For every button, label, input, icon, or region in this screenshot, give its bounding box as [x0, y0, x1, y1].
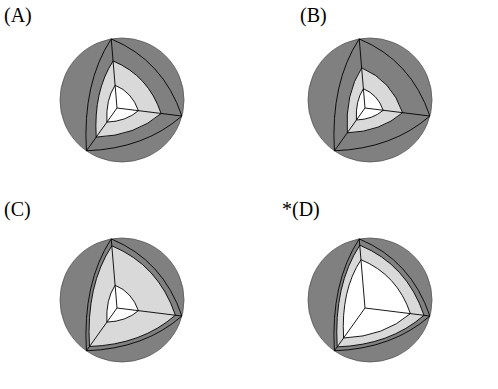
- cut-edge: [111, 239, 117, 308]
- cut-edge: [117, 308, 182, 316]
- cut-layer: [86, 39, 182, 151]
- option-label: *(D): [282, 198, 320, 220]
- sphere-surface: [308, 38, 432, 162]
- sphere-surface: [60, 238, 184, 362]
- cut-edge: [86, 308, 117, 351]
- option-label: (B): [300, 4, 327, 26]
- option-label: (A): [4, 4, 32, 26]
- cut-layer: [347, 68, 403, 133]
- cut-edge: [334, 308, 365, 351]
- cut-layer: [107, 285, 139, 322]
- cut-layer: [343, 260, 410, 338]
- cut-layer: [334, 239, 430, 351]
- cut-layer: [107, 85, 139, 122]
- cut-layer: [89, 246, 175, 347]
- cut-layer: [86, 239, 182, 351]
- cut-layer: [96, 61, 161, 137]
- option-label: (C): [4, 198, 31, 220]
- sphere-surface: [308, 238, 432, 362]
- cut-layer: [337, 245, 424, 347]
- cut-edge: [86, 108, 117, 151]
- cut-edge: [117, 108, 182, 116]
- cut-edge: [365, 308, 430, 316]
- cut-edge: [365, 108, 430, 116]
- cut-edge: [111, 39, 117, 108]
- cut-edge: [359, 39, 365, 108]
- cut-edge: [359, 239, 365, 308]
- cut-edge: [334, 108, 365, 151]
- cut-layer: [334, 39, 430, 151]
- sphere-surface: [60, 38, 184, 162]
